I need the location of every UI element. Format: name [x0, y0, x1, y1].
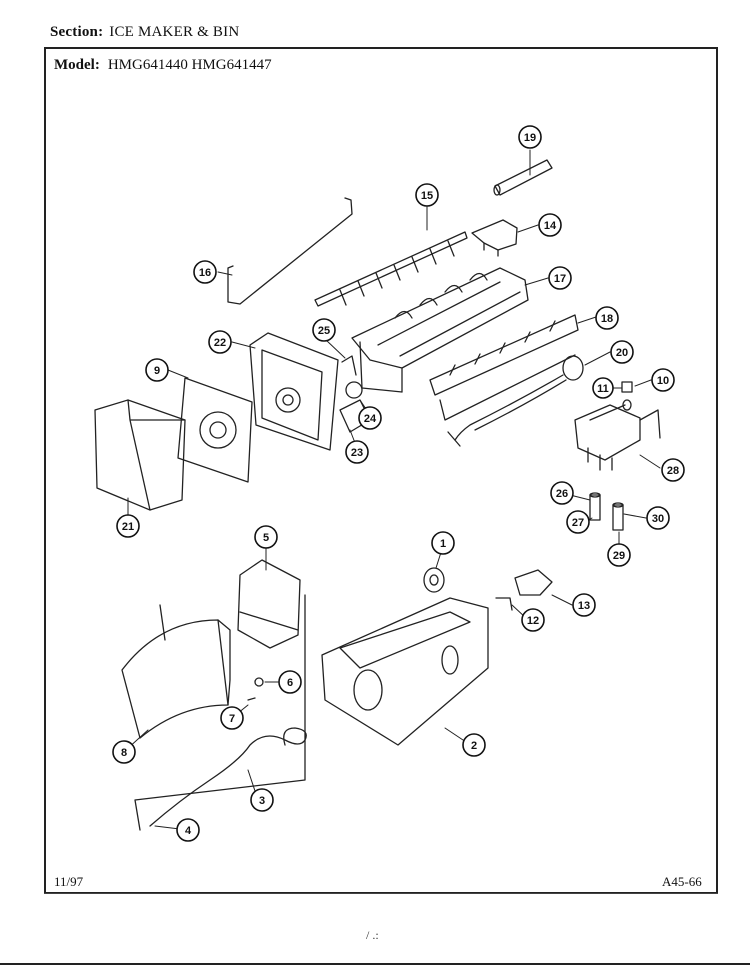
part-heater-illustration [429, 314, 579, 421]
part-knob-illustration [423, 567, 445, 593]
callout-5: 5 [254, 525, 278, 549]
part-fitting-a-illustration [589, 492, 601, 521]
part-clip-illustration [495, 569, 553, 611]
callout-label: 15 [421, 190, 433, 202]
callout-16: 16 [193, 260, 217, 284]
callout-label: 2 [471, 740, 477, 752]
callout-label: 21 [122, 521, 134, 533]
part-chute-illustration [121, 604, 231, 739]
callout-label: 12 [527, 615, 539, 627]
part-small-fittings-illustration [621, 381, 633, 411]
callout-28: 28 [661, 458, 685, 482]
part-auger-illustration [149, 727, 307, 827]
callout-label: 5 [263, 532, 269, 544]
callout-label: 4 [185, 825, 192, 837]
part-fitting-b-illustration [612, 502, 624, 531]
callout-label: 13 [578, 600, 590, 612]
callout-22: 22 [208, 330, 232, 354]
callout-label: 29 [613, 550, 625, 562]
callout-label: 6 [287, 677, 293, 689]
part-cover-illustration [94, 399, 186, 511]
callout-17: 17 [548, 266, 572, 290]
frame-bottom-rule [44, 893, 718, 894]
page-bottom-rule [0, 963, 750, 965]
part-bail-wire-illustration [227, 197, 353, 305]
callout-7: 7 [220, 706, 244, 730]
part-housing-illustration [249, 332, 339, 451]
callout-label: 11 [597, 383, 609, 395]
callout-label: 30 [652, 513, 664, 525]
callout-27: 27 [566, 510, 590, 534]
callout-label: 24 [364, 413, 377, 425]
section-title: Section: ICE MAKER & BIN [50, 24, 239, 41]
callout-3: 3 [250, 788, 274, 812]
part-mold-illustration [351, 267, 529, 393]
callout-30: 30 [646, 506, 670, 530]
callout-label: 27 [572, 517, 584, 529]
page-code: A45-66 [662, 874, 702, 889]
model-values: HMG641440 HMG641447 [107, 57, 272, 73]
callout-18: 18 [595, 306, 619, 330]
part-ejector-illustration [314, 231, 468, 307]
callout-25: 25 [312, 318, 336, 342]
callout-12: 12 [521, 608, 545, 632]
callout-label: 1 [440, 538, 446, 550]
callout-label: 20 [616, 347, 628, 359]
callout-24: 24 [358, 406, 382, 430]
callout-21: 21 [116, 514, 140, 538]
callout-label: 19 [524, 132, 536, 144]
stray-mark: / .: [366, 928, 379, 942]
callout-14: 14 [538, 213, 562, 237]
callout-13: 13 [572, 593, 596, 617]
callout-15: 15 [415, 183, 439, 207]
callout-label: 14 [544, 220, 557, 232]
callout-label: 8 [121, 747, 127, 759]
callout-9: 9 [145, 358, 169, 382]
part-valve-illustration [574, 404, 661, 471]
leader-lines [125, 149, 661, 831]
callout-label: 23 [351, 447, 363, 459]
model-title: Model: HMG641440 HMG641447 [54, 57, 272, 74]
revision-date: 11/97 [54, 874, 84, 889]
callout-26: 26 [550, 481, 574, 505]
callout-label: 7 [229, 713, 235, 725]
callout-label: 22 [214, 337, 226, 349]
callout-label: 28 [667, 465, 679, 477]
callout-label: 18 [601, 313, 613, 325]
callout-10: 10 [651, 368, 675, 392]
callout-20: 20 [610, 340, 634, 364]
callout-1: 1 [431, 531, 455, 555]
callout-29: 29 [607, 543, 631, 567]
part-bracket-illustration [471, 219, 518, 257]
callout-label: 3 [259, 795, 265, 807]
part-tube-illustration [493, 159, 553, 196]
callout-23: 23 [345, 440, 369, 464]
part-motor-illustration [134, 559, 306, 831]
callout-8: 8 [112, 740, 136, 764]
callout-label: 26 [556, 488, 568, 500]
callout-label: 9 [154, 365, 160, 377]
callout-label: 25 [318, 325, 330, 337]
part-screw-illustration [247, 677, 264, 701]
callout-19: 19 [518, 125, 542, 149]
part-plate-illustration [177, 377, 253, 483]
model-label: Model: [54, 57, 100, 73]
callout-label: 10 [657, 375, 669, 387]
callout-label: 17 [554, 273, 566, 285]
part-bin-illustration [321, 597, 489, 746]
callout-11: 11 [592, 377, 614, 399]
callout-label: 16 [199, 267, 211, 279]
callout-6: 6 [278, 670, 302, 694]
callout-4: 4 [176, 818, 200, 842]
part-harness-illustration [447, 355, 584, 447]
section-value: ICE MAKER & BIN [109, 24, 240, 40]
callout-2: 2 [462, 733, 486, 757]
section-label: Section: [50, 24, 104, 40]
